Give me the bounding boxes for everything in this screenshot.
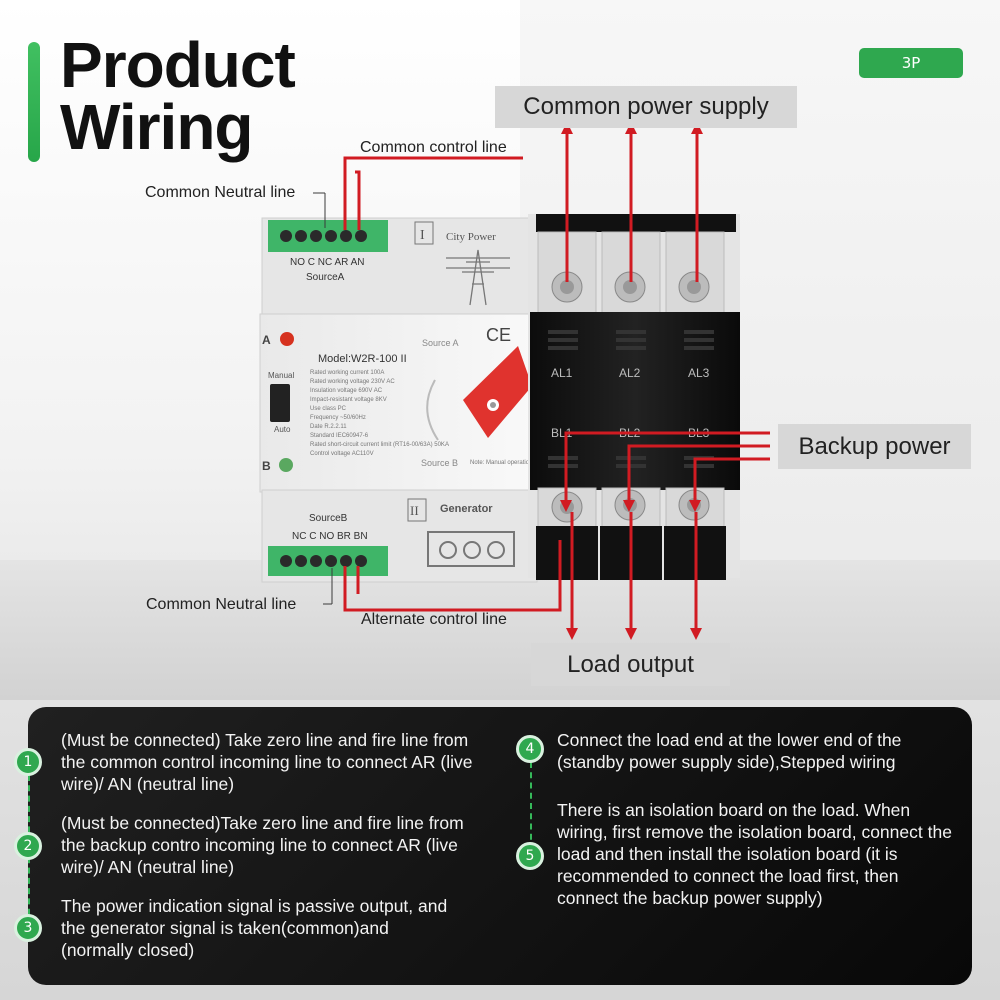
wiring-lines: [343, 132, 770, 628]
pole-badge: 3P: [859, 48, 963, 78]
callout-leaders: [313, 192, 333, 605]
svg-text:Control voltage AC110V: Control voltage AC110V: [310, 451, 374, 457]
wire-arrowheads: [560, 122, 703, 640]
product-illustration: NO C NC AR AN SourceA I City Power A B M…: [259, 122, 770, 640]
background-floor: [0, 560, 1000, 700]
svg-text:Impact-resistant voltage 8KV: Impact-resistant voltage 8KV: [310, 397, 387, 403]
bottom-terminal-labels: NC C NO BR BN: [292, 531, 368, 542]
common-neutral-line-bottom-label: Common Neutral line: [146, 596, 297, 613]
main-switch-body: A B Manual Auto Model:W2R-100 II Source …: [259, 313, 610, 493]
model-label: Model:W2R-100 II: [318, 353, 407, 365]
source-b-face-label: Source B: [421, 458, 458, 468]
terminal-al3: AL3: [688, 366, 710, 380]
step-5-marker: 5: [516, 842, 544, 870]
svg-text:Rated short-circuit current li: Rated short-circuit current limit (RT16-…: [310, 442, 449, 448]
module-ii-numeral: II: [410, 503, 419, 518]
pole-unit: AL1 AL2 AL3 BL1 BL2 BL3: [528, 214, 740, 580]
module-i-name: City Power: [446, 231, 496, 243]
title-line-1: Product: [60, 29, 296, 101]
ce-mark: CE: [486, 325, 511, 345]
alternate-control-line-label: Alternate control line: [361, 611, 507, 628]
power-tower-icon: [446, 249, 510, 306]
backup-power-label: Backup power: [778, 424, 971, 469]
module-ii-name: Generator: [440, 503, 493, 515]
step-5-text: There is an isolation board on the load.…: [557, 800, 952, 908]
step-1-marker: 1: [14, 748, 42, 776]
step-3-marker: 3: [14, 914, 42, 942]
spec-lines: Rated working current 100A Rated working…: [310, 370, 449, 457]
step-2-marker: 2: [14, 832, 42, 860]
module-city-power: NO C NC AR AN SourceA I City Power: [261, 217, 538, 317]
svg-text:Date R.2.2.11: Date R.2.2.11: [310, 424, 347, 430]
source-a-face-label: Source A: [422, 338, 459, 348]
common-power-supply-label: Common power supply: [495, 86, 797, 128]
source-a-label: SourceA: [306, 272, 345, 283]
indicator-b-label: B: [262, 459, 271, 473]
switch-manual-label: Manual: [268, 371, 294, 380]
common-neutral-line-top-label: Common Neutral line: [145, 184, 296, 201]
generator-icon: [427, 531, 515, 567]
step-1-text: (Must be connected) Take zero line and f…: [61, 730, 473, 794]
transfer-handle: [463, 346, 532, 438]
switch-auto-label: Auto: [274, 425, 291, 434]
svg-text:Use class PC: Use class PC: [310, 406, 347, 412]
svg-text:Rated working current 100A: Rated working current 100A: [310, 370, 384, 376]
step-2-text: (Must be connected)Take zero line and fi…: [61, 813, 464, 877]
terminal-al1: AL1: [551, 366, 573, 380]
common-control-line-label: Common control line: [360, 139, 507, 156]
step-4-marker: 4: [516, 735, 544, 763]
instructions-panel: [28, 707, 972, 985]
top-screws: [551, 271, 710, 303]
step-4-text: Connect the load end at the lower end of…: [557, 730, 902, 772]
page-title: Product Wiring: [60, 29, 296, 163]
module-generator: SourceB NC C NO BR BN II Generator: [261, 489, 538, 583]
module-i-numeral: I: [420, 228, 425, 243]
svg-text:Rated working voltage 230V AC: Rated working voltage 230V AC: [310, 379, 395, 385]
svg-text:Standard IEC60947-6: Standard IEC60947-6: [310, 433, 369, 439]
indicator-a-label: A: [262, 333, 271, 347]
svg-text:Frequency ~50/60Hz: Frequency ~50/60Hz: [310, 415, 366, 421]
terminal-al2: AL2: [619, 366, 641, 380]
source-b-label: SourceB: [309, 513, 348, 524]
top-terminal-labels: NO C NC AR AN: [290, 257, 364, 268]
indicator-a-lamp: [280, 332, 294, 346]
step-3-text: The power indication signal is passive o…: [61, 896, 448, 960]
load-output-label: Load output: [531, 643, 730, 686]
manual-auto-switch: [270, 384, 290, 422]
indicator-b-lamp: [279, 458, 293, 472]
title-accent-bar: [28, 42, 40, 162]
title-line-2: Wiring: [60, 91, 253, 163]
svg-text:Insulation voltage 690V AC: Insulation voltage 690V AC: [310, 388, 383, 394]
steps-connector-right: [530, 762, 532, 850]
